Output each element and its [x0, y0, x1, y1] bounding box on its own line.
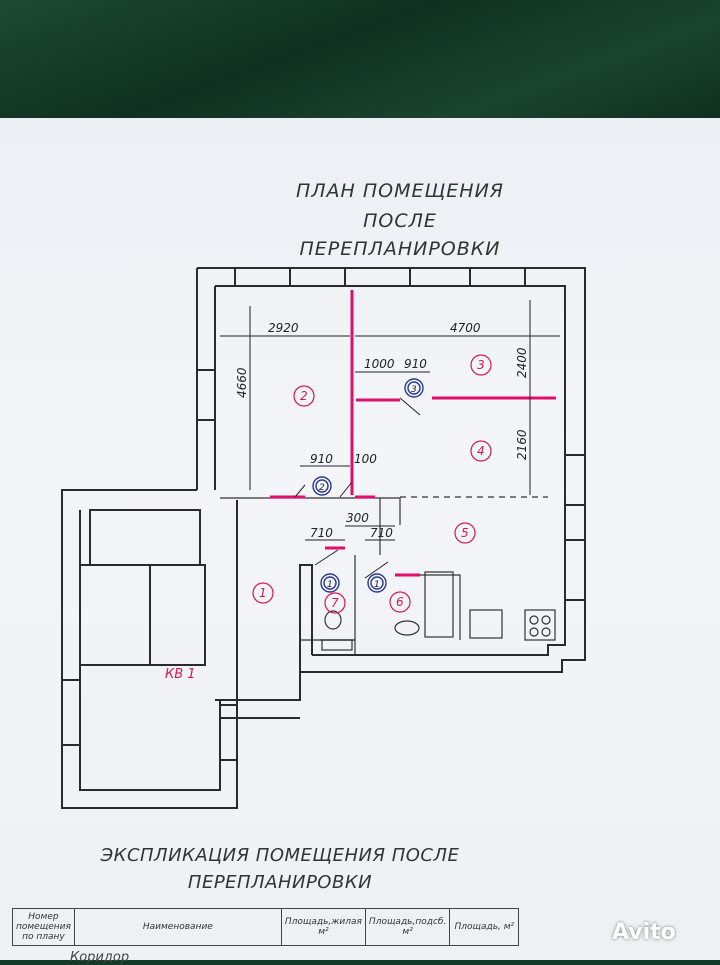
dim-100: 100	[354, 452, 377, 466]
col-number: Номер помещения по плану	[12, 908, 75, 946]
col-area-living: Площадь,жилая м²	[280, 908, 366, 946]
plan-title-line-3: ПЕРЕПЛАНИРОВКИ	[299, 238, 501, 260]
room-number-7: 7	[331, 596, 339, 610]
dim-1000: 1000	[364, 357, 395, 371]
dim-2400: 2400	[515, 347, 529, 378]
dim-2920: 2920	[268, 321, 299, 335]
room-number-3: 3	[477, 358, 485, 372]
dim-2160: 2160	[515, 429, 529, 460]
col-name: Наименование	[73, 908, 282, 946]
plan-title-line-2: ПОСЛЕ	[363, 210, 437, 232]
callout-3: 3	[411, 385, 417, 395]
callout-2: 2	[319, 483, 325, 493]
first-row-name: Коридор	[70, 950, 130, 965]
dim-4660: 4660	[235, 367, 249, 398]
dim-300: 300	[346, 511, 369, 525]
room-number-6: 6	[396, 595, 404, 609]
dim-910-mid: 910	[310, 452, 333, 466]
room-number-4: 4	[477, 444, 485, 458]
col-area-total: Площадь, м²	[449, 908, 520, 946]
avito-watermark: Avito	[612, 920, 676, 945]
col-area-aux: Площадь,подсб. м²	[364, 908, 451, 946]
callout-1-left: 1	[327, 580, 333, 590]
callout-1-right: 1	[374, 580, 380, 590]
explication-title-line-2: ПЕРЕПЛАНИРОВКИ	[187, 872, 373, 893]
background-fabric	[0, 0, 720, 140]
room-number-1: 1	[259, 586, 267, 600]
dim-910-top: 910	[404, 357, 427, 371]
room-number-5: 5	[461, 526, 469, 540]
apartment-label: КВ 1	[165, 667, 196, 682]
room-number-2: 2	[300, 389, 308, 403]
explication-title-line-1: ЭКСПЛИКАЦИЯ ПОМЕЩЕНИЯ ПОСЛЕ	[100, 845, 460, 866]
paper-sheet	[0, 118, 720, 960]
plan-title-line-1: ПЛАН ПОМЕЩЕНИЯ	[295, 180, 505, 202]
dim-710-left: 710	[310, 526, 333, 540]
dim-710-right: 710	[370, 526, 393, 540]
explication-table: Номер помещения по плану Наименование Пл…	[12, 908, 520, 946]
dim-4700: 4700	[450, 321, 481, 335]
